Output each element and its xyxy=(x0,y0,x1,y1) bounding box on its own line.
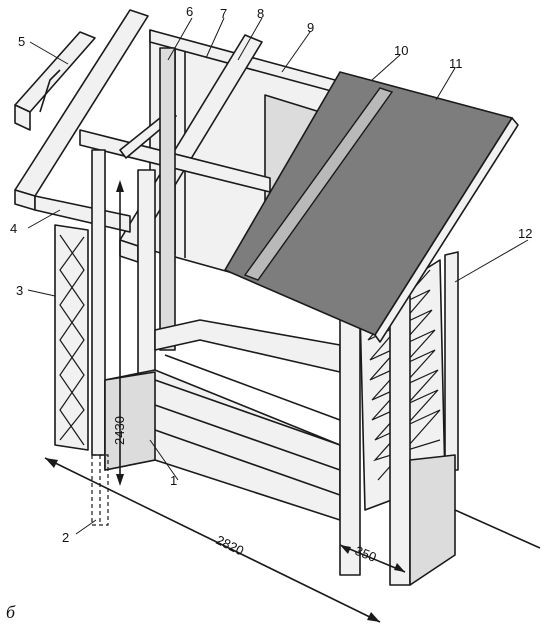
dimension-height: 2430 xyxy=(112,416,127,445)
dimension-lines xyxy=(44,180,406,623)
front-post-left xyxy=(91,47,176,461)
figure-caption: б xyxy=(6,602,16,622)
callout-3: 3 xyxy=(16,283,23,298)
callout-7: 7 xyxy=(220,6,227,21)
callout-1: 1 xyxy=(170,473,177,488)
lattice-panel-left xyxy=(54,224,89,451)
callout-12: 12 xyxy=(518,226,532,241)
foundation-post xyxy=(91,454,109,526)
callout-6: 6 xyxy=(186,4,193,19)
callout-9: 9 xyxy=(307,20,314,35)
callout-leaders xyxy=(27,17,529,535)
callout-2: 2 xyxy=(62,530,69,545)
cross-beam-left xyxy=(14,31,96,131)
callout-5: 5 xyxy=(18,34,25,49)
callout-4: 4 xyxy=(10,221,17,236)
roof-panel xyxy=(223,71,519,343)
callout-11: 11 xyxy=(449,56,463,71)
front-post-right xyxy=(339,251,459,586)
dimension-width: 2820 xyxy=(214,532,247,558)
steps xyxy=(104,319,341,521)
callout-10: 10 xyxy=(394,43,408,58)
ground-line xyxy=(454,509,541,549)
callout-8: 8 xyxy=(257,6,264,21)
